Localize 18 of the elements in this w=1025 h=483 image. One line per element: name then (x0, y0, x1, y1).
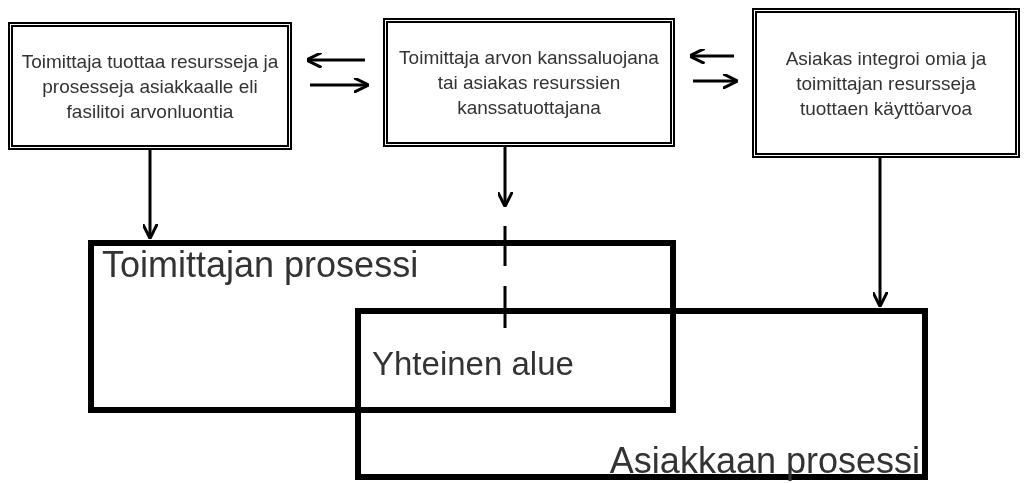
area-label: Yhteinen alue (372, 345, 574, 383)
text-box (383, 18, 675, 147)
arrow (305, 51, 365, 69)
arrow (141, 150, 159, 240)
text-box (8, 22, 292, 150)
box-text: Asiakas integroi omia ja toimittajan resursseja tuottaen käyttöarvoa (784, 46, 988, 121)
arrow (688, 47, 734, 65)
area-title: Asiakkaan prosessi (609, 440, 920, 482)
process-area (355, 308, 928, 480)
process-area (88, 240, 676, 413)
area-title: Toimittajan prosessi (102, 244, 419, 286)
text-box (752, 8, 1020, 158)
arrow (496, 147, 514, 208)
box-text: Toimittaja tuottaa resursseja ja prosesseja asiakkaalle eli fasilitoi arvonluontia (20, 49, 280, 124)
box-text: Toimittaja arvon kanssaluojana tai asiakas resurssien kanssatuottajana (398, 46, 660, 120)
arrow (871, 158, 889, 308)
arrow (310, 76, 370, 94)
arrow (693, 72, 739, 90)
